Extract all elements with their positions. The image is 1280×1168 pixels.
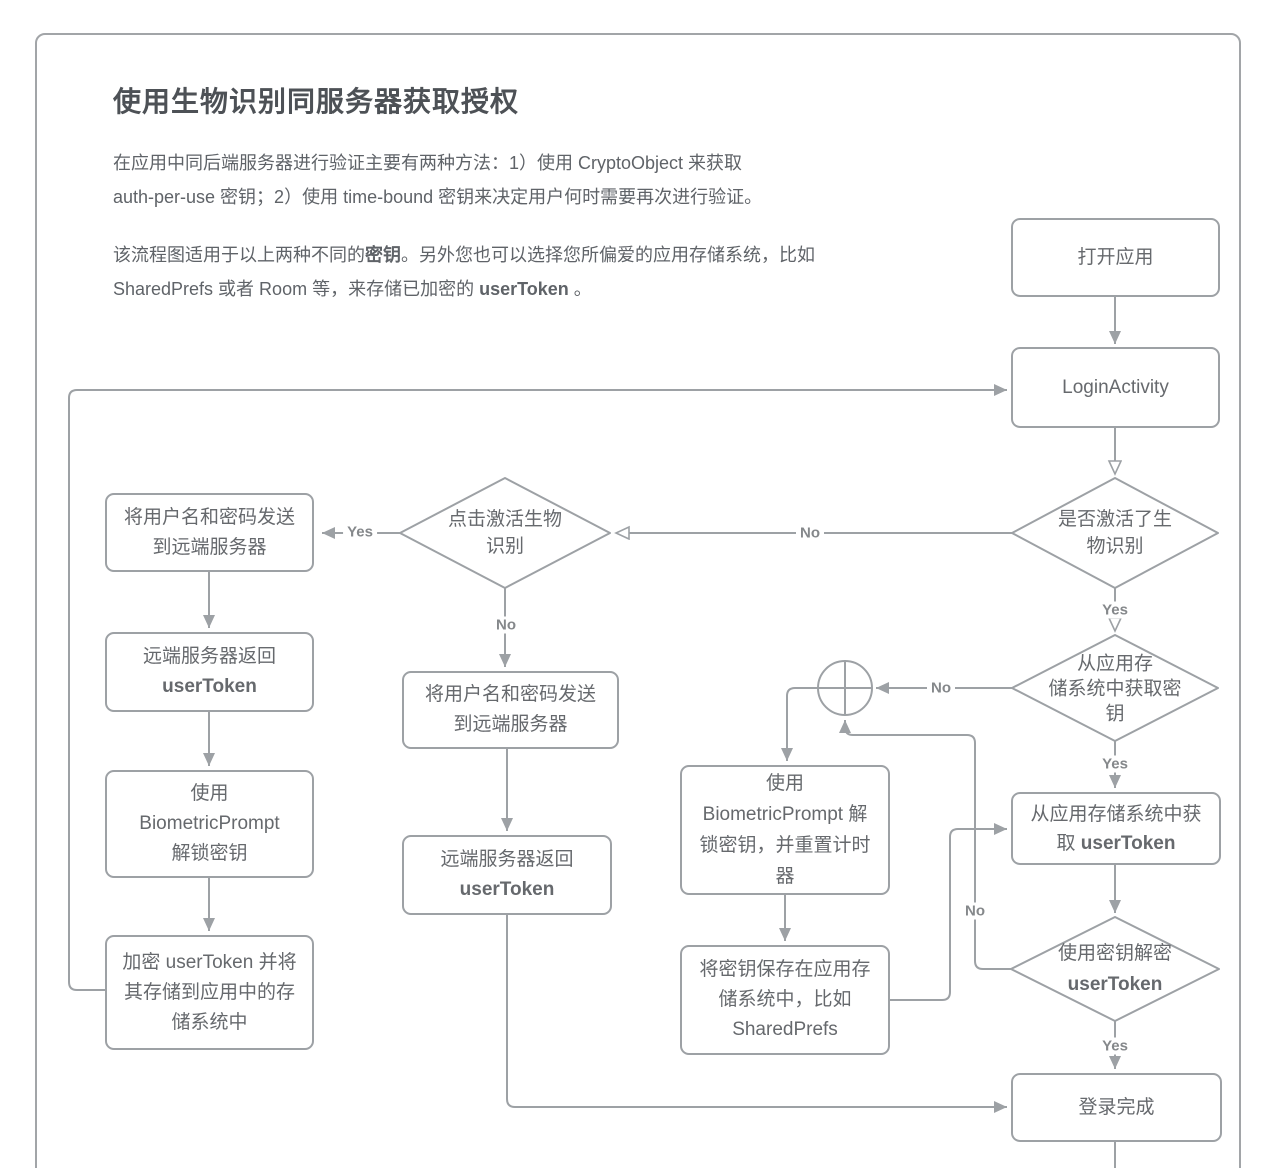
- intro-p1-line1: 在应用中同后端服务器进行验证主要有两种方法：1）使用 CryptoObject …: [113, 153, 743, 173]
- node-send-credentials-mid: 将用户名和密码发送 到远端服务器: [402, 671, 619, 749]
- edge-servermid-to-complete: [506, 915, 1007, 1113]
- edge-label-check-no: No: [796, 524, 824, 542]
- diamond-label-decrypt-usertoken: 使用密钥解密 userToken: [1057, 943, 1173, 995]
- diamond-label-biometric-enabled: 是否激活了生 物识别: [1057, 509, 1173, 557]
- diamond-label-get-key: 从应用存 储系统中获取密 钥: [1048, 653, 1182, 725]
- edge-label-getkey-no: No: [927, 679, 955, 697]
- diamond-tap-activate-biometric: [399, 477, 611, 589]
- node-get-usertoken: 从应用存储系统中获 取 userToken: [1011, 792, 1221, 865]
- node-open-app: 打开应用: [1011, 218, 1220, 297]
- diamond-decrypt-usertoken: [1010, 916, 1220, 1022]
- node-server-returns-left: 远端服务器返回 userToken: [105, 632, 314, 712]
- edge-label-decrypt-no: No: [961, 902, 989, 920]
- diamond-get-key-from-storage: [1011, 634, 1219, 742]
- intro-p1-line2: auth-per-use 密钥；2）使用 time-bound 密钥来决定用户何…: [113, 187, 763, 207]
- node-biometric-reset-timer: 使用 BiometricPrompt 解 锁密钥，并重置计时 器: [680, 765, 890, 895]
- intro-p2-line1: 该流程图适用于以上两种不同的密钥。另外您也可以选择您所偏爱的应用存储系统，比如: [113, 245, 815, 265]
- intro-p2-line2: SharedPrefs 或者 Room 等，来存储已加密的 userToken …: [113, 279, 592, 299]
- edge-junction-to-resettimer: [781, 687, 818, 761]
- edge-label-tap-no: No: [492, 616, 520, 634]
- edge-savekey-to-getusertoken: [890, 823, 1007, 1001]
- node-login-complete: 登录完成: [1011, 1073, 1222, 1142]
- edge-encrypt-loop-to-loginactivity: [68, 384, 1007, 991]
- edge-decrypt-no-to-junction: [839, 720, 1011, 970]
- junction-cross-icon: [818, 661, 872, 715]
- node-login-activity: LoginActivity: [1011, 347, 1220, 428]
- node-encrypt-store-left: 加密 userToken 并将 其存储到应用中的存 储系统中: [105, 935, 314, 1050]
- edge-label-check-yes: Yes: [1098, 601, 1132, 619]
- page-title: 使用生物识别同服务器获取授权: [113, 86, 520, 117]
- diamond-biometric-enabled: [1011, 477, 1219, 589]
- node-biometric-unlock-left: 使用 BiometricPrompt 解锁密钥: [105, 770, 314, 878]
- intro-paragraph-1: 在应用中同后端服务器进行验证主要有两种方法：1）使用 CryptoObject …: [113, 146, 762, 214]
- edge-label-decrypt-yes: Yes: [1098, 1037, 1132, 1055]
- node-server-returns-mid: 远端服务器返回 userToken: [402, 835, 612, 915]
- node-send-credentials-left: 将用户名和密码发送 到远端服务器: [105, 493, 314, 572]
- node-save-key-storage: 将密钥保存在应用存 储系统中，比如 SharedPrefs: [680, 945, 890, 1055]
- diamond-label-tap-activate: 点击激活生物 识别: [447, 509, 563, 557]
- edge-label-getkey-yes: Yes: [1098, 755, 1132, 773]
- intro-paragraph-2: 该流程图适用于以上两种不同的密钥。另外您也可以选择您所偏爱的应用存储系统，比如 …: [113, 238, 815, 306]
- edge-label-tap-yes: Yes: [343, 523, 377, 541]
